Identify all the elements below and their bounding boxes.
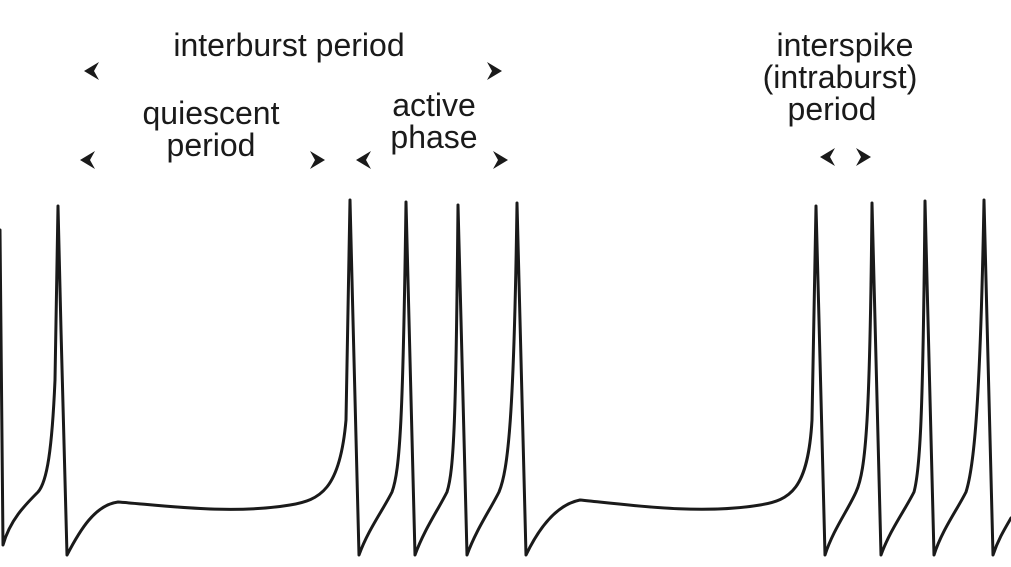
quiescent-label-line2: period bbox=[167, 127, 256, 163]
interspike-label-line2: (intraburst) bbox=[763, 59, 918, 95]
quiescent-label-line1: quiescent bbox=[143, 95, 280, 131]
interspike-left-arrowhead bbox=[820, 148, 835, 166]
membrane-voltage-trace bbox=[0, 198, 1011, 557]
active-phase-label-line2: phase bbox=[390, 119, 477, 155]
quiescent-right-arrowhead bbox=[310, 151, 325, 169]
interspike-label-line3: period bbox=[788, 91, 877, 127]
interburst-period-label: interburst period bbox=[173, 27, 404, 63]
interburst-right-arrowhead bbox=[487, 62, 502, 80]
active-right-arrowhead bbox=[493, 151, 508, 169]
active-phase-label-line1: active bbox=[392, 87, 476, 123]
interspike-label-line1: interspike bbox=[777, 27, 914, 63]
interburst-left-arrowhead bbox=[84, 62, 99, 80]
quiescent-left-arrowhead bbox=[80, 151, 95, 169]
active-left-arrowhead bbox=[356, 151, 371, 169]
interspike-right-arrowhead bbox=[856, 148, 871, 166]
